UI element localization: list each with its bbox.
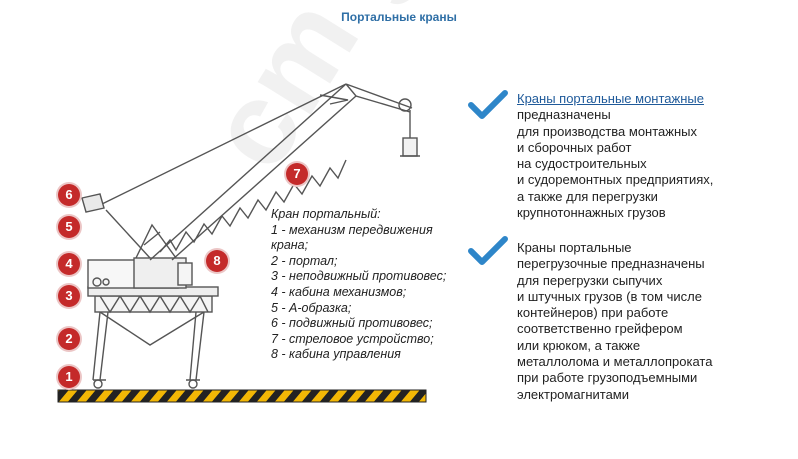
checkmark-icon	[468, 236, 508, 265]
mounting-cranes-link[interactable]: Краны портальные монтажные	[517, 91, 704, 106]
marker-7: 7	[286, 163, 308, 185]
crane-structure	[81, 83, 420, 389]
info-line: а также для перегрузки	[517, 188, 658, 204]
marker-1: 1	[58, 366, 80, 388]
info-line: для производства монтажных	[517, 123, 697, 139]
info-line: электромагнитами	[517, 386, 629, 402]
marker-5: 5	[58, 216, 80, 238]
marker-2: 2	[58, 328, 80, 350]
legend-item: 5 - А-образка;	[271, 300, 352, 315]
info-line: или крюком, а также	[517, 337, 641, 353]
info-line: перегрузочные предназначены	[517, 256, 705, 272]
legend-item: 3 - неподвижный противовес;	[271, 269, 447, 284]
info-line: соответственно грейфером	[517, 321, 683, 337]
checkmark-icon	[468, 90, 508, 119]
info-line: и штучных грузов (в том числе	[517, 288, 702, 304]
legend-title: Кран портальный:	[271, 207, 381, 221]
info-line: металлолома и металлопроката	[517, 354, 713, 370]
info-line: при работе грузоподъемными	[517, 370, 698, 386]
legend-item: 7 - стреловое устройство;	[271, 331, 434, 346]
info-line: на судостроительных	[517, 156, 647, 172]
marker-4: 4	[58, 253, 80, 275]
crane-legend: Кран портальный: 1 - механизм передвижен…	[271, 207, 456, 363]
legend-item: 8 - кабина управления	[271, 347, 401, 362]
ground-strip	[57, 389, 427, 403]
legend-item: 1 - механизм передвижения	[271, 222, 433, 237]
legend-item: 4 - кабина механизмов;	[271, 284, 407, 299]
info-line: и сборочных работ	[517, 139, 632, 155]
marker-3: 3	[58, 285, 80, 307]
marker-8: 8	[206, 250, 228, 272]
page-title: Портальные краны	[341, 10, 457, 24]
info-line: крупнотоннажных грузов	[517, 205, 666, 221]
info-line: для перегрузки сыпучих	[517, 272, 663, 288]
info-block-mounting: Краны портальные монтажные предназначены…	[517, 91, 713, 221]
info-line: Краны портальные	[517, 240, 632, 255]
info-line: и судоремонтных предприятиях,	[517, 172, 714, 188]
info-block-transshipment: Краны портальные перегрузочные предназна…	[517, 240, 712, 403]
legend-item: крана;	[271, 238, 309, 253]
info-line: предназначены	[517, 107, 611, 123]
legend-item: 6 - подвижный противовес;	[271, 316, 433, 331]
legend-item: 2 - портал;	[271, 253, 338, 268]
info-line: контейнеров) при работе	[517, 305, 669, 321]
marker-6: 6	[58, 184, 80, 206]
